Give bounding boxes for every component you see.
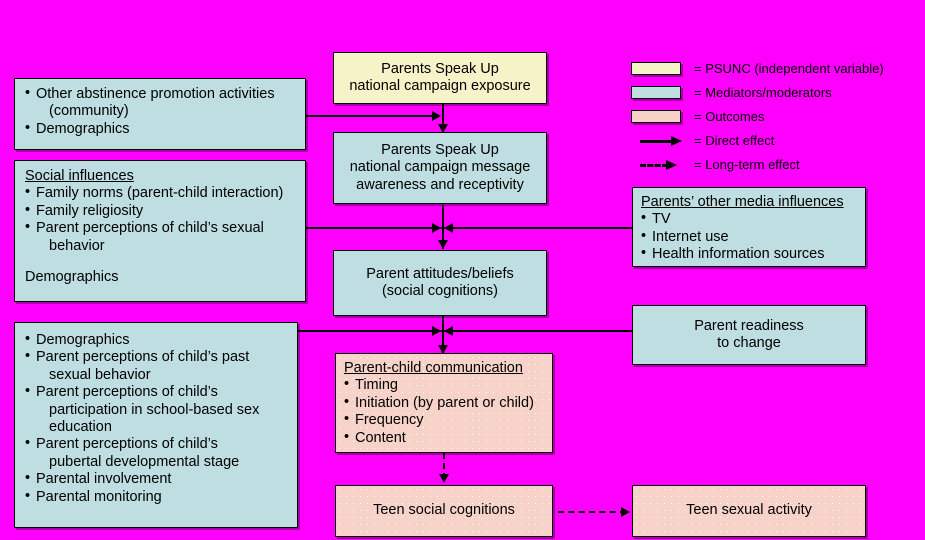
box-header: Parents’ other media influences: [641, 194, 844, 210]
connector-abstinence-to-spine: [305, 115, 437, 117]
list-item: Parent perceptions of child’s past sexua…: [25, 348, 288, 384]
legend-row-direct-effect: = Direct effect: [631, 130, 921, 154]
list-item: Parent perceptions of child’s participat…: [25, 383, 288, 436]
arrowhead-down-communication: [438, 345, 448, 354]
box-parent-child-communication[interactable]: Parent-child communication Timing Initia…: [335, 353, 553, 453]
box-line-2: to change: [717, 335, 781, 351]
box-line-1: Teen sexual activity: [686, 502, 812, 519]
connector-cross-demographics-readiness: [297, 330, 633, 332]
arrowhead-right-cross-top: [432, 223, 441, 233]
arrowhead-left-cross-top: [444, 223, 453, 233]
arrowhead-down-attitudes: [438, 240, 448, 249]
list-item: Family norms (parent-child interaction): [25, 184, 296, 202]
connector-exposure-to-awareness: [442, 103, 444, 129]
arrow-solid-icon: [640, 136, 684, 146]
legend-swatch-psunc: [631, 62, 681, 75]
arrowhead-down-awareness: [438, 124, 448, 133]
box-line-1: Teen social cognitions: [373, 502, 515, 519]
list-item: Internet use: [641, 228, 857, 246]
box-header: Social influences: [25, 168, 134, 184]
box-psunc-exposure[interactable]: Parents Speak Up national campaign expos…: [333, 52, 547, 104]
box-plain-text: Demographics: [25, 268, 119, 285]
box-line-1: Parents Speak Up: [381, 141, 499, 158]
box-parent-readiness[interactable]: Parent readiness to change: [632, 305, 866, 365]
list-item: TV: [641, 210, 857, 228]
legend-label: = Direct effect: [694, 133, 775, 148]
legend-label: = Long-term effect: [694, 157, 800, 172]
list-item: Parental involvement: [25, 470, 288, 488]
list-item: Frequency: [344, 411, 544, 429]
arrowhead-down-teen-cognitions: [439, 474, 449, 483]
box-parent-demographics[interactable]: Demographics Parent perceptions of child…: [14, 322, 298, 528]
legend-swatch-mediators: [631, 86, 681, 99]
list-item: Demographics: [25, 120, 296, 138]
box-psunc-awareness[interactable]: Parents Speak Up national campaign messa…: [333, 132, 547, 204]
list-item: Family religiosity: [25, 202, 296, 220]
box-teen-sexual-activity[interactable]: Teen sexual activity: [632, 485, 866, 537]
list-item: Parent perceptions of child’s pubertal d…: [25, 435, 288, 471]
box-teen-social-cognitions[interactable]: Teen social cognitions: [335, 485, 553, 537]
box-line-1: Parent readiness: [694, 317, 804, 334]
list-item: Demographics: [25, 331, 288, 349]
legend: = PSUNC (independent variable) = Mediato…: [631, 58, 921, 178]
connector-attitudes-to-communication: [442, 316, 444, 360]
legend-row-outcomes: = Outcomes: [631, 106, 921, 130]
connector-cross-social-media: [305, 227, 633, 229]
list-item: Other abstinence promotion activities (c…: [25, 85, 296, 121]
box-line-3: awareness and receptivity: [356, 176, 524, 193]
legend-label: = PSUNC (independent variable): [694, 61, 884, 76]
box-line-1: Parents Speak Up: [381, 60, 499, 77]
box-media-influences[interactable]: Parents’ other media influences TV Inter…: [632, 187, 866, 267]
list-item: Content: [344, 429, 544, 447]
box-parent-attitudes[interactable]: Parent attitudes/beliefs (social cogniti…: [333, 250, 547, 316]
arrowhead-right-cross-bottom: [432, 326, 441, 336]
box-social-influences[interactable]: Social influences Family norms (parent-c…: [14, 160, 306, 302]
legend-row-long-term-effect: = Long-term effect: [631, 154, 921, 178]
arrowhead-right-spine-top: [432, 111, 441, 121]
box-header: Parent-child communication: [344, 360, 523, 376]
legend-label: = Mediators/moderators: [694, 85, 832, 100]
arrowhead-right-teen-activity: [621, 507, 630, 517]
connector-dashed-teen-cognitions-to-activity: [558, 511, 626, 513]
legend-swatch-outcomes: [631, 110, 681, 123]
legend-label: = Outcomes: [694, 109, 765, 124]
box-line-2: national campaign exposure: [349, 78, 531, 94]
box-line-1: Parent attitudes/beliefs: [366, 265, 514, 282]
arrowhead-left-cross-bottom: [444, 326, 453, 336]
connector-dashed-communication-to-teen-cognitions: [443, 453, 445, 479]
legend-row-psunc: = PSUNC (independent variable): [631, 58, 921, 82]
list-item: Health information sources: [641, 245, 857, 263]
box-abstinence-promotion[interactable]: Other abstinence promotion activities (c…: [14, 78, 306, 150]
box-line-2: (social cognitions): [381, 283, 499, 299]
legend-row-mediators: = Mediators/moderators: [631, 82, 921, 106]
list-item: Parental monitoring: [25, 487, 288, 506]
list-item: Parent perceptions of child’s sexual beh…: [25, 219, 296, 255]
arrow-dashed-icon: [640, 160, 684, 170]
box-line-2: national campaign message: [349, 159, 531, 176]
list-item: Initiation (by parent or child): [344, 394, 544, 412]
list-item: Timing: [344, 376, 544, 394]
